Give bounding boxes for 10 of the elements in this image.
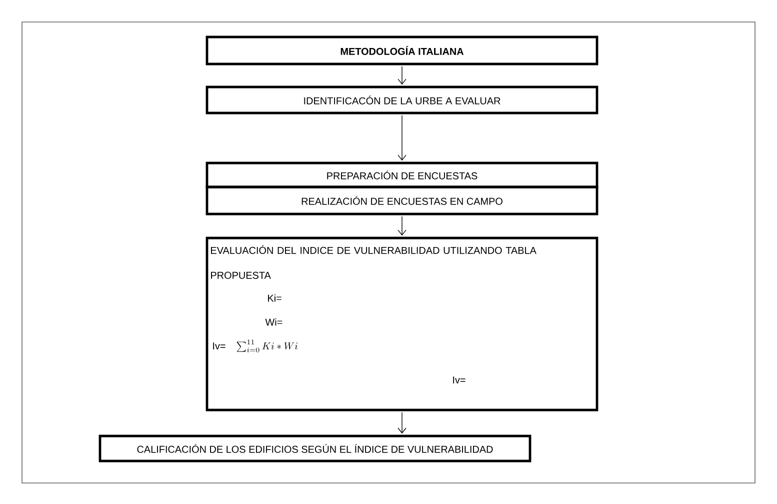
arrow [398,412,406,434]
process-box: PREPARACIÓN DE ENCUESTAS [206,162,598,188]
evaluation-box: EVALUACIÓN DEL INDICE DE VULNERABILIDAD UTILIZANDO TABLA PROPUESTA Ki= Wi= Iv= $\sum_{i=0}^{11} Ki * Wi$ Iv= [206,236,598,412]
process-box: IDENTIFICACÓN DE LA URBE A EVALUAR [206,86,598,114]
process-box: CALIFICACIÓN DE LOS EDIFICIOS SEGÚN EL ÍNDICE DE VULNERABILIDAD [98,434,532,462]
process-box: METODOLOGÍA ITALIANA [206,36,598,66]
arrow [398,66,406,85]
arrow [398,216,406,236]
arrow [398,115,406,161]
process-box: REALIZACIÓN DE ENCUESTAS EN CAMPO [206,186,598,216]
